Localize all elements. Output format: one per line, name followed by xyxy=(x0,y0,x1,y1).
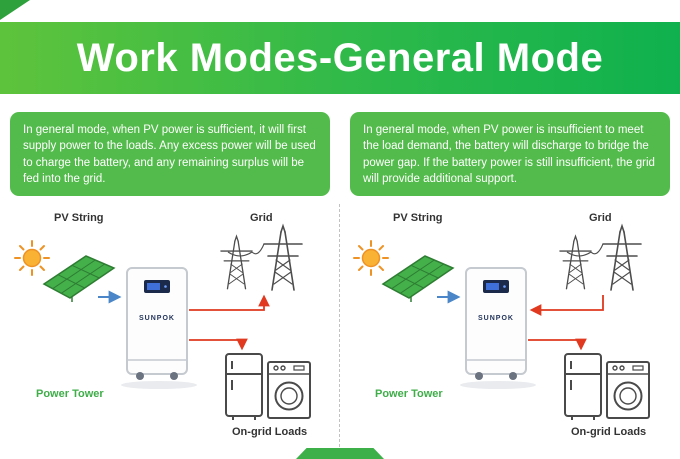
description-box-pv-insufficient: In general mode, when PV power is insuff… xyxy=(350,112,670,196)
grid-label: Grid xyxy=(589,212,612,224)
pv-string-label: PV String xyxy=(393,212,443,224)
grid-to-battery-arrow xyxy=(529,295,604,316)
grid-towers-icon xyxy=(560,226,641,290)
on-grid-loads-label: On-grid Loads xyxy=(571,426,647,438)
pv-string-label: PV String xyxy=(54,212,104,224)
grid-label: Grid xyxy=(250,212,273,224)
fridge-icon xyxy=(225,353,263,421)
battery-shadow xyxy=(460,381,536,389)
fridge-icon xyxy=(564,353,602,421)
grid-towers-icon xyxy=(221,226,302,290)
corner-accent xyxy=(0,0,30,20)
on-grid-loads-label: On-grid Loads xyxy=(232,426,308,438)
panel-divider xyxy=(339,204,340,452)
power-tower-label: Power Tower xyxy=(375,388,443,400)
header-banner: Work Modes-General Mode xyxy=(0,22,680,94)
bottom-accent xyxy=(296,448,384,459)
solar-panel-icon xyxy=(43,255,115,302)
panel-pv-sufficient: PV String Grid Power Tower On-grid Loads xyxy=(8,200,333,452)
description-box-pv-sufficient: In general mode, when PV power is suffic… xyxy=(10,112,330,196)
diagram-pv-insufficient xyxy=(353,200,650,421)
washing-machine-icon xyxy=(267,361,311,419)
sun-icon xyxy=(353,240,389,276)
washing-machine-icon xyxy=(606,361,650,419)
sun-icon xyxy=(14,240,50,276)
battery-to-loads-arrow xyxy=(189,338,248,351)
power-tower-label: Power Tower xyxy=(36,388,104,400)
solar-panel-icon xyxy=(382,255,454,302)
battery-shadow xyxy=(121,381,197,389)
battery-tower-icon xyxy=(465,267,527,381)
diagram-pv-sufficient xyxy=(14,200,311,421)
battery-to-loads-arrow xyxy=(528,338,587,351)
panel-pv-insufficient: PV String Grid Power Tower On-grid Loads xyxy=(347,200,672,452)
battery-to-grid-arrow xyxy=(189,294,270,311)
battery-tower-icon xyxy=(126,267,188,381)
page-title: Work Modes-General Mode xyxy=(76,35,604,80)
